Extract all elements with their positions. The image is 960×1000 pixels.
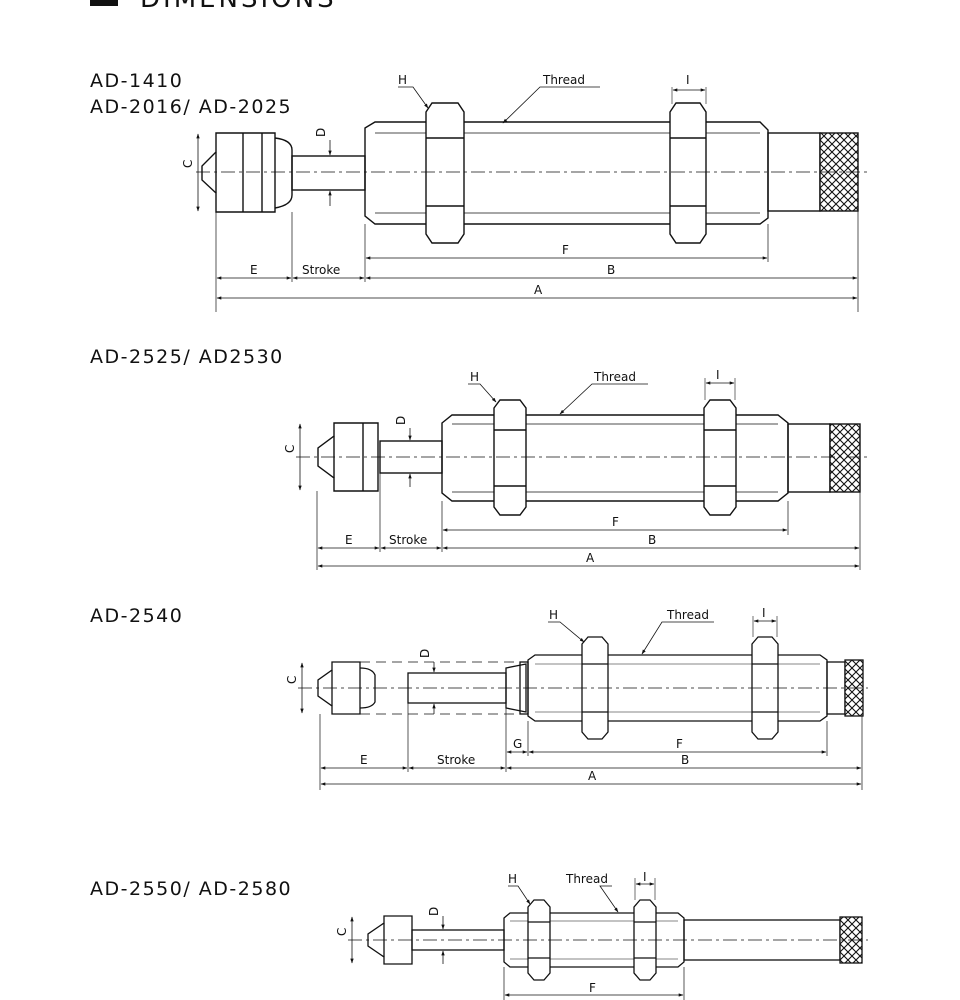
page-title: DIMENSIONS xyxy=(140,0,337,14)
label-f: F xyxy=(589,981,596,995)
label-h: H xyxy=(508,872,517,886)
label-f: F xyxy=(612,515,619,529)
knurled-end xyxy=(829,423,861,493)
threaded-body xyxy=(441,414,789,502)
label-i: I xyxy=(762,606,766,620)
label-thread: Thread xyxy=(666,608,709,622)
label-i: I xyxy=(686,73,690,87)
shock-absorber-drawing-3 xyxy=(298,616,868,790)
label-g: G xyxy=(513,737,522,751)
model-label-2: AD-2525/ AD2530 xyxy=(90,346,284,368)
label-h: H xyxy=(549,608,558,622)
shock-absorber-drawing-4 xyxy=(348,878,868,1000)
label-stroke: Stroke xyxy=(302,263,340,277)
label-c: C xyxy=(285,676,299,684)
model-label-3: AD-2540 xyxy=(90,605,184,627)
label-f: F xyxy=(676,737,683,751)
label-a: A xyxy=(588,769,597,783)
label-h: H xyxy=(398,73,407,87)
nut-h xyxy=(493,399,527,516)
labels-drawing-3: H Thread I C D G F E Stroke B A xyxy=(285,606,766,783)
piston-rod xyxy=(291,155,366,191)
label-d: D xyxy=(394,416,408,425)
label-b: B xyxy=(648,533,656,547)
nut-h xyxy=(425,102,465,244)
nut-i xyxy=(703,399,737,516)
label-a: A xyxy=(586,551,595,565)
label-i: I xyxy=(716,368,720,382)
nut-i xyxy=(751,636,779,740)
cap xyxy=(201,132,276,213)
label-stroke: Stroke xyxy=(389,533,427,547)
label-d: D xyxy=(314,128,328,137)
label-thread: Thread xyxy=(593,370,636,384)
nut-h xyxy=(581,636,609,740)
label-c: C xyxy=(283,445,297,453)
nut-i xyxy=(669,102,707,244)
label-h: H xyxy=(470,370,479,384)
model-label-4: AD-2550/ AD-2580 xyxy=(90,878,293,900)
label-a: A xyxy=(534,283,543,297)
label-e: E xyxy=(250,263,258,277)
threaded-body xyxy=(527,654,828,722)
labels-drawing-4: H Thread I C D F xyxy=(335,870,647,995)
header-marker xyxy=(90,0,118,6)
label-e: E xyxy=(360,753,368,767)
shock-absorber-drawing-2 xyxy=(296,378,868,570)
label-thread: Thread xyxy=(565,872,608,886)
label-thread: Thread xyxy=(542,73,585,87)
label-i: I xyxy=(643,870,647,884)
label-f: F xyxy=(562,243,569,257)
labels-drawing-1: H Thread I C D F E Stroke B A xyxy=(181,73,690,297)
label-d: D xyxy=(427,907,441,916)
label-c: C xyxy=(335,928,349,936)
label-d: D xyxy=(418,649,432,658)
nut-i xyxy=(633,899,657,981)
label-c: C xyxy=(181,160,195,168)
label-e: E xyxy=(345,533,353,547)
model-label-1: AD-1410 AD-2016/ AD-2025 xyxy=(90,70,293,118)
labels-drawing-2: H Thread I C D F E Stroke B A xyxy=(283,368,720,565)
shock-absorber-drawing-1 xyxy=(196,86,868,312)
nut-h xyxy=(527,899,551,981)
label-stroke: Stroke xyxy=(437,753,475,767)
label-b: B xyxy=(607,263,615,277)
label-b: B xyxy=(681,753,689,767)
threaded-body xyxy=(503,912,685,968)
